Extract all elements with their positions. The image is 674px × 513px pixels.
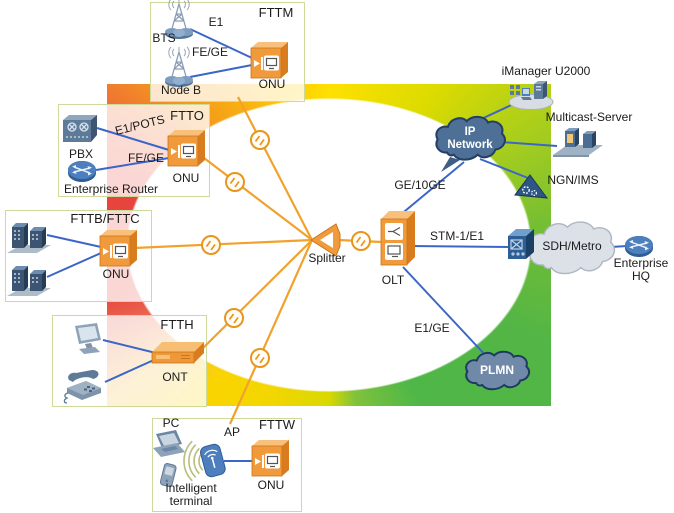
fiber-connector-icon: [351, 231, 371, 251]
label-onu-ftto: ONU: [172, 171, 200, 185]
ethernet-links: [46, 28, 628, 462]
onu-icon-fttb: [99, 229, 138, 267]
label-bts: BTS: [152, 31, 176, 45]
label-imanager: iManager U2000: [501, 64, 591, 78]
label-stm1-e1: STM-1/E1: [429, 229, 485, 243]
link-nodeb-onu: [189, 64, 253, 78]
label-ftto-title: FTTO: [170, 108, 204, 123]
label-onu-fttb: ONU: [102, 267, 130, 281]
label-multicast-server: Multicast-Server: [545, 110, 633, 124]
label-fttw-title: FTTW: [258, 417, 296, 432]
olt-icon: [380, 211, 415, 266]
pc-monitor-icon: [75, 323, 101, 354]
nodeb-tower-icon: [164, 46, 194, 88]
label-enterprise-hq: Enterprise HQ: [613, 256, 669, 284]
label-fe-ge-fttm: FE/GE: [191, 45, 229, 59]
fiber-link-fttw: [228, 239, 314, 425]
label-ip-network: IP Network: [447, 126, 493, 151]
label-ftth-title: FTTH: [160, 317, 194, 332]
pbx-icon: [63, 115, 97, 142]
label-node-b: Node B: [160, 83, 202, 97]
label-ont: ONT: [162, 370, 188, 384]
label-sdh-metro: SDH/Metro: [542, 239, 602, 253]
ont-icon: [151, 342, 204, 364]
multicast-server-icon: [553, 128, 603, 157]
label-intelligent-terminal: Intelligent terminal: [165, 481, 217, 509]
ip-network-cloud: [435, 115, 506, 172]
fiber-connector-icon: [225, 172, 245, 192]
label-plmn: PLMN: [480, 363, 514, 377]
label-olt: OLT: [381, 273, 405, 287]
splitter-icon: [310, 223, 341, 257]
label-e1: E1: [208, 15, 224, 29]
label-pbx: PBX: [68, 147, 94, 161]
laptop-icon: [153, 430, 185, 457]
onu-icon-ftto: [167, 129, 206, 167]
imanager-server-icon: [508, 81, 554, 110]
sdh-node-icon: [508, 229, 534, 259]
label-ngn-ims: NGN/IMS: [547, 173, 599, 187]
link-bldg1-onu: [46, 234, 102, 248]
link-router-onu: [95, 157, 170, 171]
link-ip-ngn: [479, 158, 529, 179]
link-pbx-onu: [96, 127, 170, 151]
fiber-link-ftto: [203, 157, 313, 241]
label-onu-fttm: ONU: [258, 77, 286, 91]
fiber-connector-icon: [250, 348, 270, 368]
ngn-ims-icon: [514, 174, 549, 199]
ap-icon: [200, 443, 226, 478]
handheld-terminal-icon: [159, 463, 177, 488]
label-enterprise-router: Enterprise Router: [63, 182, 159, 196]
label-fttb-title: FTTB/FTTC: [70, 211, 140, 226]
telephone-icon: [63, 370, 101, 404]
label-onu-fttw: ONU: [257, 478, 285, 492]
fiber-link-fttm: [237, 96, 313, 241]
building-icon: [7, 223, 51, 253]
enterprise-router-icon: [67, 160, 97, 183]
fiber-link-ftth: [197, 239, 313, 354]
link-bts-onu: [189, 28, 253, 59]
onu-icon-fttm: [250, 41, 289, 79]
fiber-connectors: [201, 130, 371, 368]
link-pc-ont: [102, 339, 157, 354]
label-ge-10ge: GE/10GE: [394, 178, 446, 192]
label-fttm-title: FTTM: [258, 5, 294, 20]
label-e1-ge: E1/GE: [414, 321, 450, 335]
link-olt-plmn: [402, 266, 489, 359]
label-pc: PC: [162, 416, 180, 430]
onu-icon-fttw: [251, 439, 290, 477]
link-bldg2-onu: [46, 252, 102, 278]
link-ip-multicast: [500, 141, 558, 147]
label-ap: AP: [223, 425, 241, 439]
fiber-connector-icon: [224, 308, 244, 328]
link-olt-sdh: [409, 245, 511, 248]
label-splitter: Splitter: [308, 251, 346, 265]
link-olt-ip: [398, 161, 465, 217]
enterprise-hq-router-icon: [624, 235, 654, 258]
label-fe-ge-ftto: FE/GE: [127, 151, 165, 165]
fiber-link-fttb: [133, 238, 313, 250]
building-icon: [7, 266, 51, 296]
fiber-connector-icon: [201, 235, 221, 255]
link-phone-ont: [104, 358, 157, 383]
fiber-connector-icon: [250, 130, 270, 150]
